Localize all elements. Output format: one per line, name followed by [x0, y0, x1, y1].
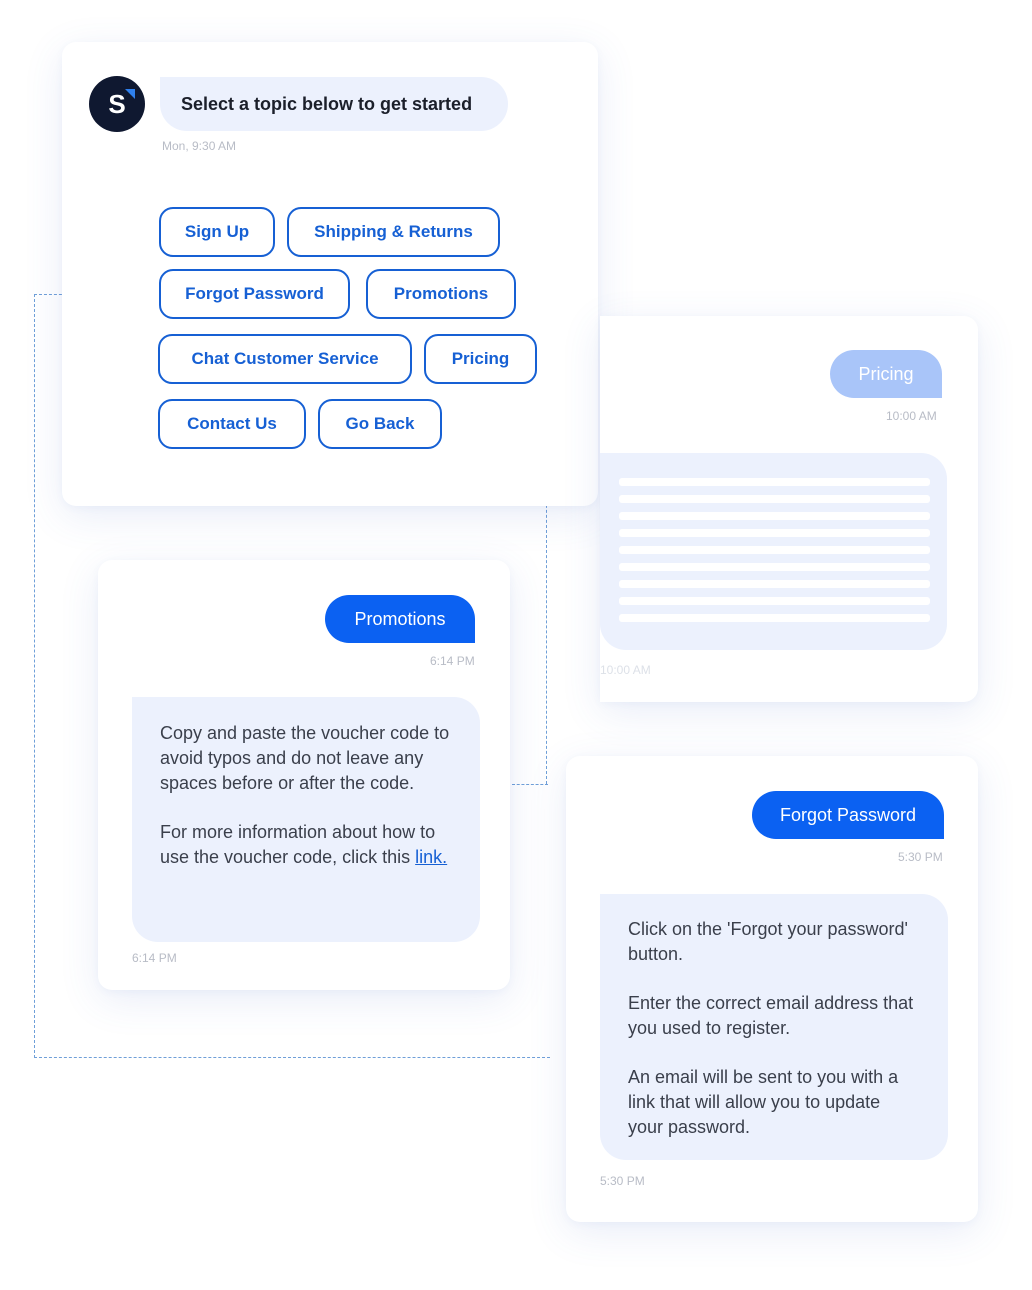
connector-line — [546, 294, 547, 784]
pricing-reply-bubble — [600, 453, 947, 650]
skeleton-line — [619, 478, 930, 486]
forgot-reply-paragraph: Click on the 'Forgot your password' butt… — [628, 919, 908, 964]
skeleton-line — [619, 495, 930, 503]
pricing-user-timestamp: 10:00 AM — [886, 409, 937, 423]
promotions-user-text: Promotions — [354, 608, 446, 629]
promotions-reply-bubble: Copy and paste the voucher code to avoid… — [132, 697, 480, 942]
topic-chat-customer-service-button[interactable]: Chat Customer Service — [158, 334, 412, 384]
topic-sign-up-button[interactable]: Sign Up — [159, 207, 275, 257]
promotions-reply-paragraph: Copy and paste the voucher code to avoid… — [160, 723, 450, 793]
skeleton-line — [619, 512, 930, 520]
bot-avatar: S — [89, 76, 145, 132]
forgot-reply-timestamp: 5:30 PM — [600, 1174, 645, 1188]
topic-go-back-button[interactable]: Go Back — [318, 399, 442, 449]
skeleton-line — [619, 614, 930, 622]
promotions-reply-text: For more information about how to use th… — [160, 822, 436, 867]
forgot-user-timestamp: 5:30 PM — [898, 850, 943, 864]
topic-contact-us-button[interactable]: Contact Us — [158, 399, 306, 449]
topic-shipping-returns-button[interactable]: Shipping & Returns — [287, 207, 500, 257]
forgot-reply-bubble: Click on the 'Forgot your password' butt… — [600, 894, 948, 1160]
topic-promotions-button[interactable]: Promotions — [366, 269, 516, 319]
promotions-user-bubble: Promotions — [325, 595, 475, 643]
skeleton-line — [619, 597, 930, 605]
pricing-user-bubble: Pricing — [830, 350, 942, 398]
pricing-reply-timestamp: 10:00 AM — [600, 663, 651, 677]
topic-pricing-button[interactable]: Pricing — [424, 334, 537, 384]
skeleton-line — [619, 529, 930, 537]
skeleton-line — [619, 563, 930, 571]
topic-prompt-bubble: Select a topic below to get started — [160, 77, 508, 131]
avatar-letter: S — [108, 88, 126, 119]
promotions-reply-paragraph: For more information about how to use th… — [160, 820, 452, 870]
voucher-info-link[interactable]: link. — [415, 847, 448, 867]
promotions-user-timestamp: 6:14 PM — [430, 654, 475, 668]
forgot-reply-paragraph: Enter the correct email address that you… — [628, 993, 914, 1038]
forgot-user-bubble: Forgot Password — [752, 791, 944, 839]
forgot-reply-paragraph: An email will be sent to you with a link… — [628, 1067, 899, 1137]
prompt-timestamp: Mon, 9:30 AM — [162, 139, 237, 153]
forgot-user-text: Forgot Password — [779, 804, 917, 825]
connector-line — [512, 784, 548, 785]
promotions-reply-timestamp: 6:14 PM — [132, 951, 177, 965]
topic-prompt-text: Select a topic below to get started — [181, 93, 473, 114]
topic-forgot-password-button[interactable]: Forgot Password — [159, 269, 350, 319]
skeleton-line — [619, 580, 930, 588]
avatar-corner-icon — [125, 89, 135, 99]
skeleton-line — [619, 546, 930, 554]
pricing-user-text: Pricing — [858, 363, 914, 384]
